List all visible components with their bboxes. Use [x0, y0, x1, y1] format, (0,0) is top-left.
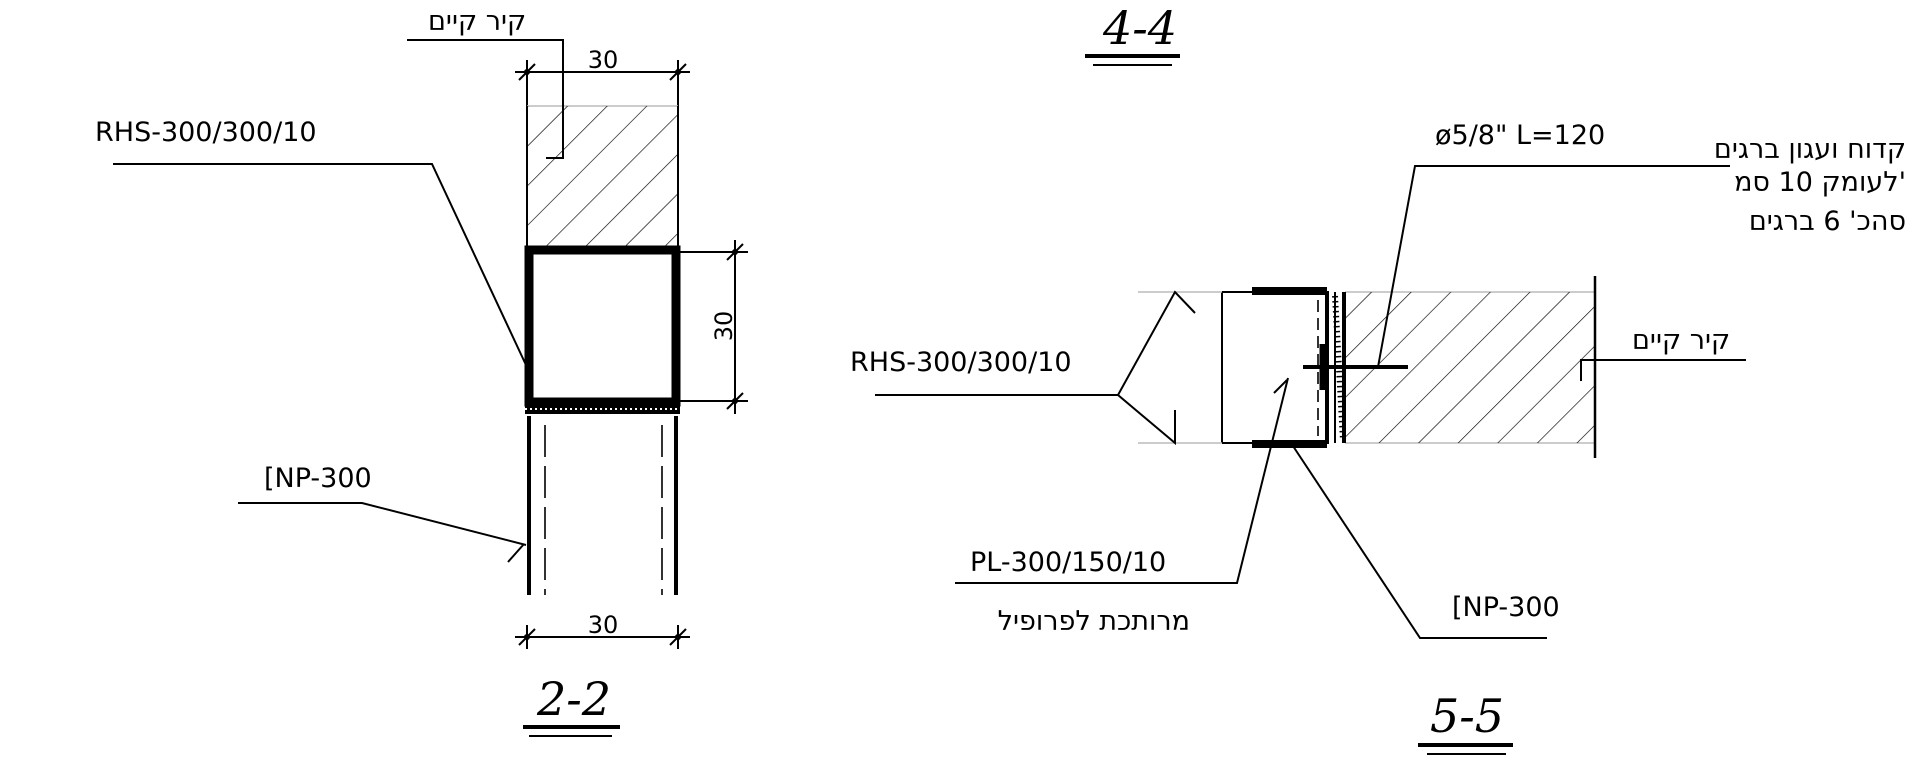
anchor-bolt — [1303, 344, 1408, 390]
section-cut-marks — [1116, 290, 1222, 446]
plate-label-leader: PL-300/150/10 מרותכת לפרופיל — [955, 377, 1289, 637]
bolt-label: ø5/8" L=120 — [1435, 120, 1605, 151]
wall-label: קיר קיים — [428, 6, 526, 37]
rhs-tube — [524, 245, 681, 407]
rhs-label-leader: RHS-300/300/10 — [850, 347, 1118, 396]
np-label: [NP-300 — [1452, 592, 1560, 623]
section-5-5: RHS-300/300/10 ø5/8" L=120 קדוח ועגון בר… — [850, 120, 1906, 755]
title-text: 5-5 — [1430, 689, 1504, 743]
wall-label-leader: קיר קיים — [1580, 325, 1746, 381]
bottom-dim-text: 30 — [588, 611, 619, 639]
wall-label-leader: קיר קיים — [407, 6, 564, 159]
np-label-leader: [NP-300 — [238, 463, 527, 563]
rhs-label: RHS-300/300/10 — [95, 117, 317, 148]
anchor-note-line-1: קדוח ועגון ברגים — [1714, 134, 1906, 165]
side-dim-text: 30 — [710, 311, 738, 342]
existing-wall — [526, 105, 679, 246]
rhs-label: RHS-300/300/10 — [850, 347, 1072, 378]
section-2-2: 30 קיר קיים — [95, 6, 748, 737]
rhs-label-leader: RHS-300/300/10 — [95, 117, 527, 366]
plate-label: PL-300/150/10 — [970, 547, 1166, 578]
section-title-4-4: 4-4 — [1085, 1, 1180, 66]
weld-bead — [525, 405, 680, 414]
section-title-2-2: 2-2 — [523, 672, 620, 737]
np-label: [NP-300 — [264, 463, 372, 494]
title-text: 2-2 — [536, 672, 611, 726]
np-label-leader: [NP-300 — [1292, 445, 1560, 639]
anchor-note-line-2: לעומק 10 סמ' — [1734, 167, 1906, 198]
side-dimension: 30 — [680, 240, 748, 414]
wall-label: קיר קיים — [1632, 325, 1730, 356]
top-dim-text: 30 — [588, 46, 619, 74]
anchor-note: קדוח ועגון ברגים לעומק 10 סמ' סהכ' 6 ברג… — [1714, 134, 1906, 237]
bolt-label-leader: ø5/8" L=120 — [1377, 120, 1730, 368]
anchor-note-line-3: סהכ' 6 ברגים — [1749, 206, 1906, 237]
plate-note: מרותכת לפרופיל — [998, 606, 1190, 637]
title-text: 4-4 — [1102, 1, 1177, 55]
section-title-5-5: 5-5 — [1418, 689, 1513, 755]
top-dimension: 30 — [515, 46, 690, 106]
bottom-dimension: 30 — [515, 611, 690, 649]
np-channel — [527, 416, 678, 595]
